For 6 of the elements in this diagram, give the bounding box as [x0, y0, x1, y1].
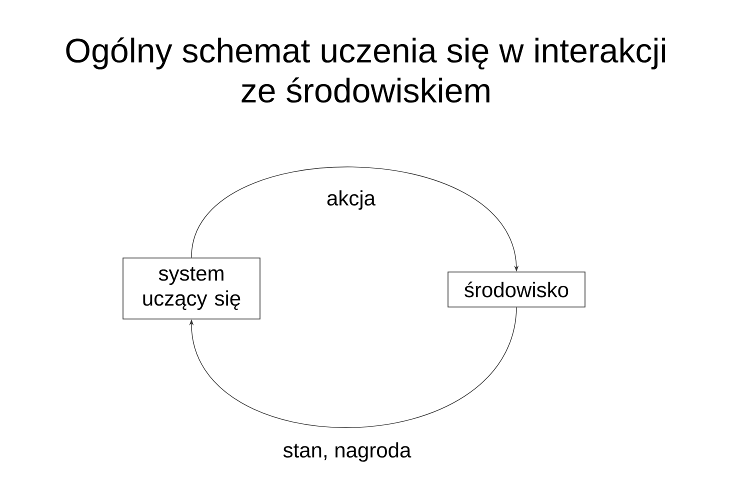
title: Ogólny schemat uczenia się w interakcji ze środowiskiem — [66, 37, 666, 103]
curved-arrow — [189, 307, 517, 428]
process-box: środowisko — [448, 272, 586, 308]
edge-label: stan, nagroda — [282, 441, 412, 463]
process-box: system uczący się — [122, 258, 260, 320]
edge-label: akcja — [326, 189, 377, 211]
